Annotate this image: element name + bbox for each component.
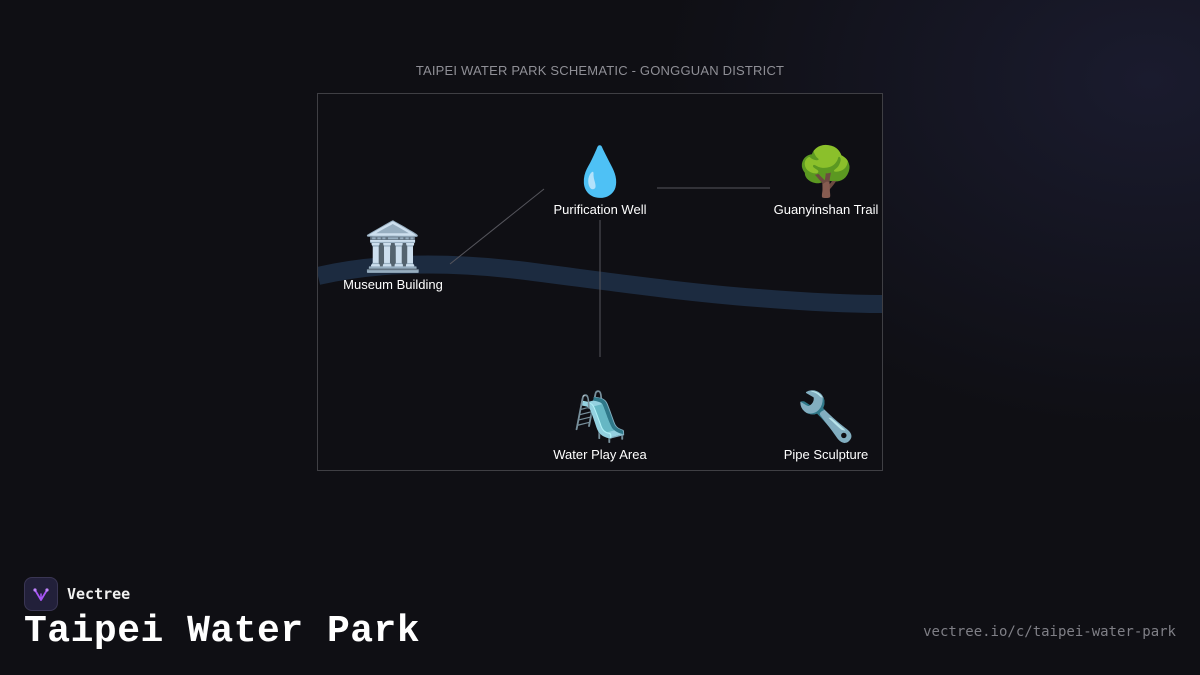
node-label: Guanyinshan Trail: [773, 202, 879, 217]
museum-building-icon: 🏛️: [363, 219, 423, 275]
node-label: Pipe Sculpture: [783, 447, 869, 462]
playground-slide-icon: 🛝: [570, 389, 630, 445]
node-water-play-area[interactable]: 🛝 Water Play Area: [525, 389, 675, 462]
node-label: Purification Well: [553, 202, 647, 217]
node-museum-building[interactable]: 🏛️ Museum Building: [318, 219, 468, 292]
node-guanyinshan-trail[interactable]: 🌳 Guanyinshan Trail: [751, 144, 882, 217]
node-label: Water Play Area: [553, 447, 647, 462]
node-pipe-sculpture[interactable]: 🔧 Pipe Sculpture: [751, 389, 882, 462]
schematic-map: 🏛️ Museum Building 💧 Purification Well 🌳…: [317, 93, 883, 471]
water-drop-icon: 💧: [570, 144, 630, 200]
map-canvas: [318, 187, 882, 357]
brand[interactable]: Vectree: [24, 577, 130, 611]
connector-museum-well: [449, 188, 545, 265]
river: [318, 255, 882, 313]
page-url[interactable]: vectree.io/c/taipei-water-park: [923, 624, 1176, 640]
wrench-icon: 🔧: [796, 389, 856, 445]
page-title: Taipei Water Park: [24, 610, 421, 653]
map-title: TAIPEI WATER PARK SCHEMATIC - GONGGUAN D…: [415, 63, 785, 78]
brand-name: Vectree: [67, 585, 131, 603]
vectree-logo-icon: [24, 577, 58, 611]
node-purification-well[interactable]: 💧 Purification Well: [525, 144, 675, 217]
node-label: Museum Building: [343, 277, 443, 292]
tree-icon: 🌳: [796, 144, 856, 200]
